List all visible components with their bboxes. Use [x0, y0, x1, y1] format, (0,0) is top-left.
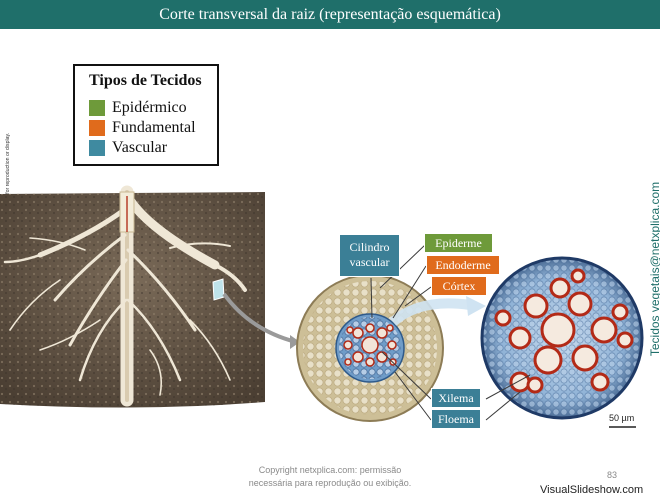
label-endoderme: Endoderme [426, 255, 500, 275]
zoom-arrow [389, 298, 471, 326]
legend-item-fundamental: Fundamental [89, 119, 196, 137]
footer-line-2: necessária para reprodução ou exibição. [248, 478, 412, 488]
label-cilindro-vascular: Cilindro vascular [339, 234, 400, 277]
legend-swatch-orange [89, 120, 105, 136]
legend-item-epidermico: Epidérmico [89, 99, 187, 117]
leader-lines [370, 244, 531, 421]
legend-label: Fundamental [112, 119, 196, 136]
label-cortex: Córtex [431, 276, 487, 296]
footer-copyright: Copyright netxplica.com: permissão neces… [235, 464, 425, 490]
label-epiderme: Epiderme [424, 233, 493, 253]
cut-marker [212, 278, 225, 301]
label-xilema: Xilema [431, 388, 481, 408]
cross-section [296, 274, 444, 422]
legend-item-vascular: Vascular [89, 139, 167, 157]
legend-swatch-green [89, 100, 105, 116]
watermark: VisualSlideshow.com [540, 484, 644, 496]
legend-title: Tipos de Tecidos [89, 72, 202, 89]
scale-label: 50 µm [609, 413, 635, 423]
pointer-arrow [222, 292, 297, 344]
footer-line-1: Copyright netxplica.com: permissão [258, 465, 402, 475]
zoom-arrow-head [466, 296, 486, 316]
legend-swatch-blue [89, 140, 105, 156]
legend-label: Vascular [112, 139, 168, 156]
legend: Tipos de Tecidos Epidérmico Fundamental … [73, 64, 219, 166]
page-number: 83 [607, 470, 618, 480]
slide-title: Corte transversal da raiz (representação… [0, 0, 660, 29]
pointer-arrow-head [290, 335, 300, 349]
micrograph [480, 256, 644, 420]
label-floema: Floema [431, 409, 481, 429]
legend-label: Epidérmico [112, 99, 187, 116]
